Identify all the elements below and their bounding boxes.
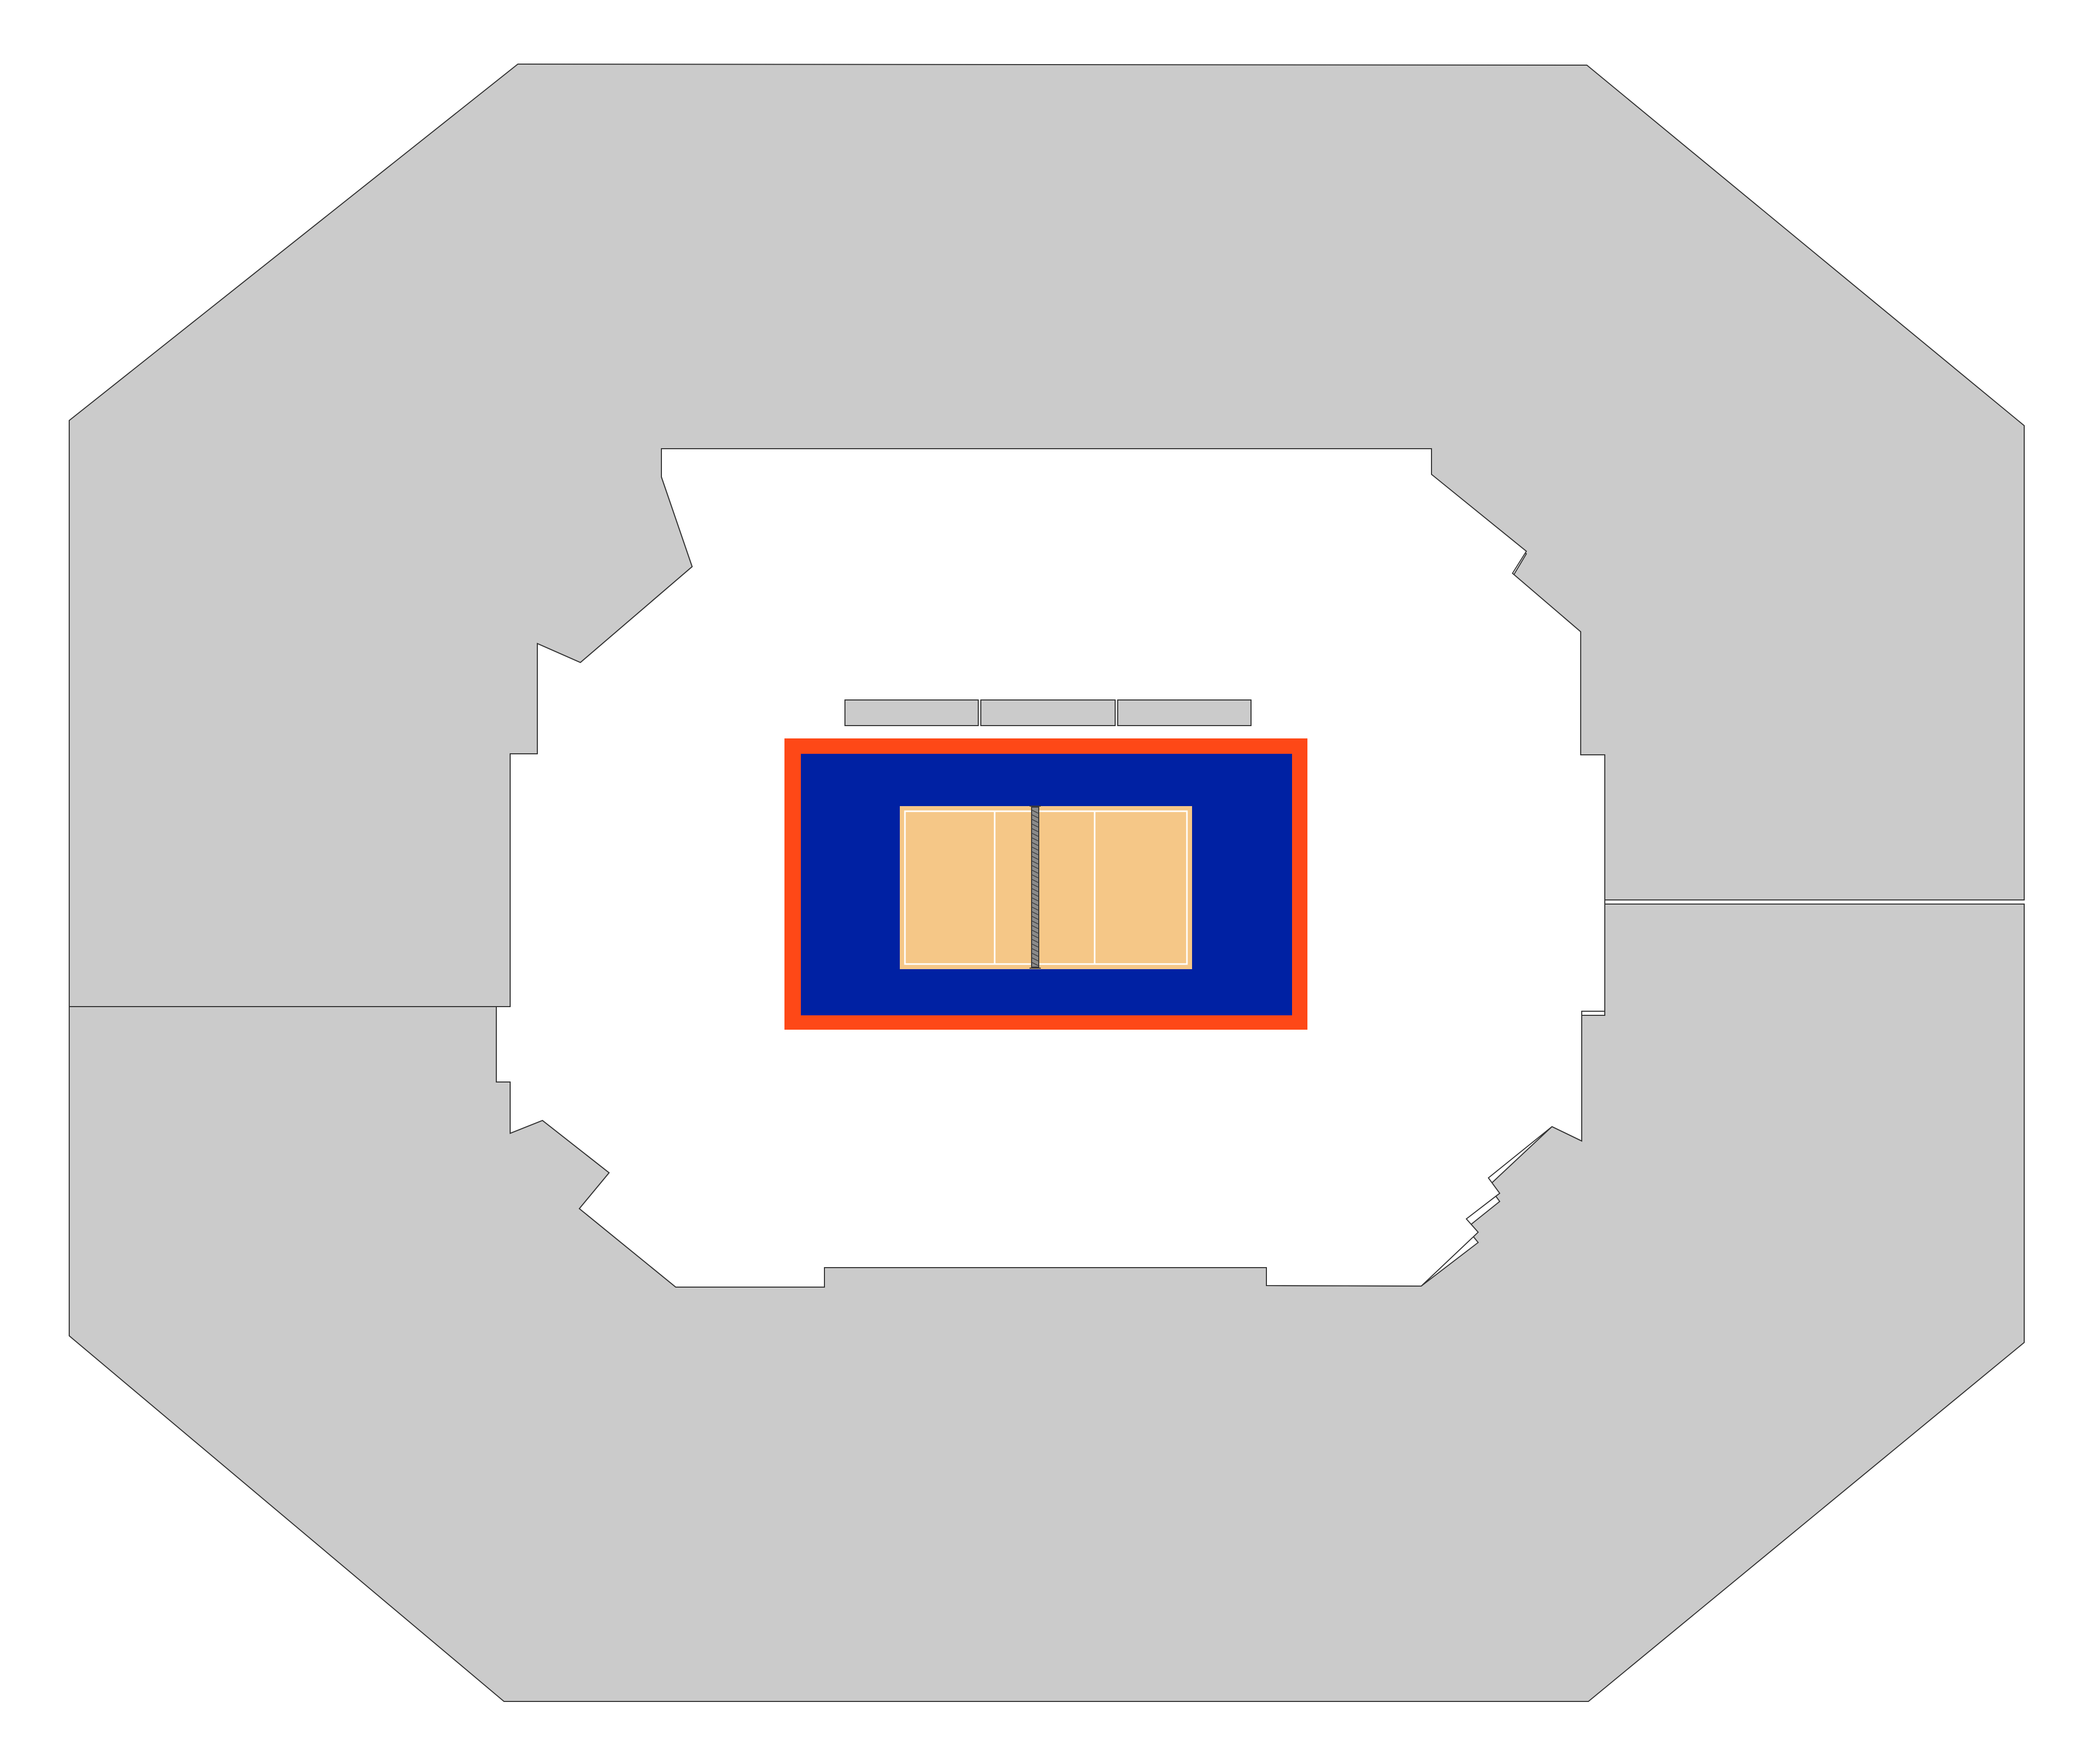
net-mesh-line: [1032, 948, 1039, 952]
net-mesh-line: [1032, 930, 1039, 934]
net-mesh-line: [1032, 810, 1039, 814]
net-band: [1031, 807, 1039, 968]
net-mesh-line: [1032, 828, 1039, 832]
bench-center[interactable]: [980, 699, 1116, 726]
net-mesh-line: [1032, 953, 1039, 957]
net-mesh-line: [1032, 902, 1039, 906]
net-mesh-line: [1032, 925, 1039, 929]
net-mesh-line: [1032, 916, 1039, 920]
net-mesh-line: [1032, 837, 1039, 841]
net-mesh-line: [1032, 847, 1039, 851]
court-playing-area[interactable]: [900, 806, 1192, 969]
net-mesh-line: [1032, 920, 1039, 925]
net-mesh-line: [1032, 962, 1039, 966]
net-mesh-line: [1032, 856, 1039, 860]
net-mesh-line: [1032, 879, 1039, 883]
net-mesh-line: [1032, 814, 1039, 818]
net-mesh-line: [1032, 884, 1039, 888]
net-mesh-line: [1032, 870, 1039, 874]
net-mesh-line: [1032, 824, 1039, 828]
net-mesh-line: [1032, 874, 1039, 878]
net: [1030, 806, 1041, 969]
net-mesh-line: [1032, 944, 1039, 948]
net-mesh-line: [1032, 860, 1039, 865]
net-mesh-line: [1032, 939, 1039, 943]
net-mesh-line: [1032, 934, 1039, 938]
net-mesh-line: [1032, 957, 1039, 961]
net-mesh-line: [1032, 911, 1039, 915]
net-mesh-line: [1032, 865, 1039, 869]
bench-right[interactable]: [1117, 699, 1252, 726]
net-mesh-line: [1032, 907, 1039, 911]
net-mesh-line: [1032, 842, 1039, 846]
net-mesh-line: [1032, 819, 1039, 823]
bench-left[interactable]: [844, 699, 979, 726]
net-mesh-line: [1032, 851, 1039, 855]
net-mesh-line: [1032, 897, 1039, 901]
net-mesh-line: [1032, 893, 1039, 897]
net-mesh-line: [1032, 888, 1039, 892]
court-boundary-line: [904, 810, 1188, 965]
net-mesh-line: [1032, 833, 1039, 837]
